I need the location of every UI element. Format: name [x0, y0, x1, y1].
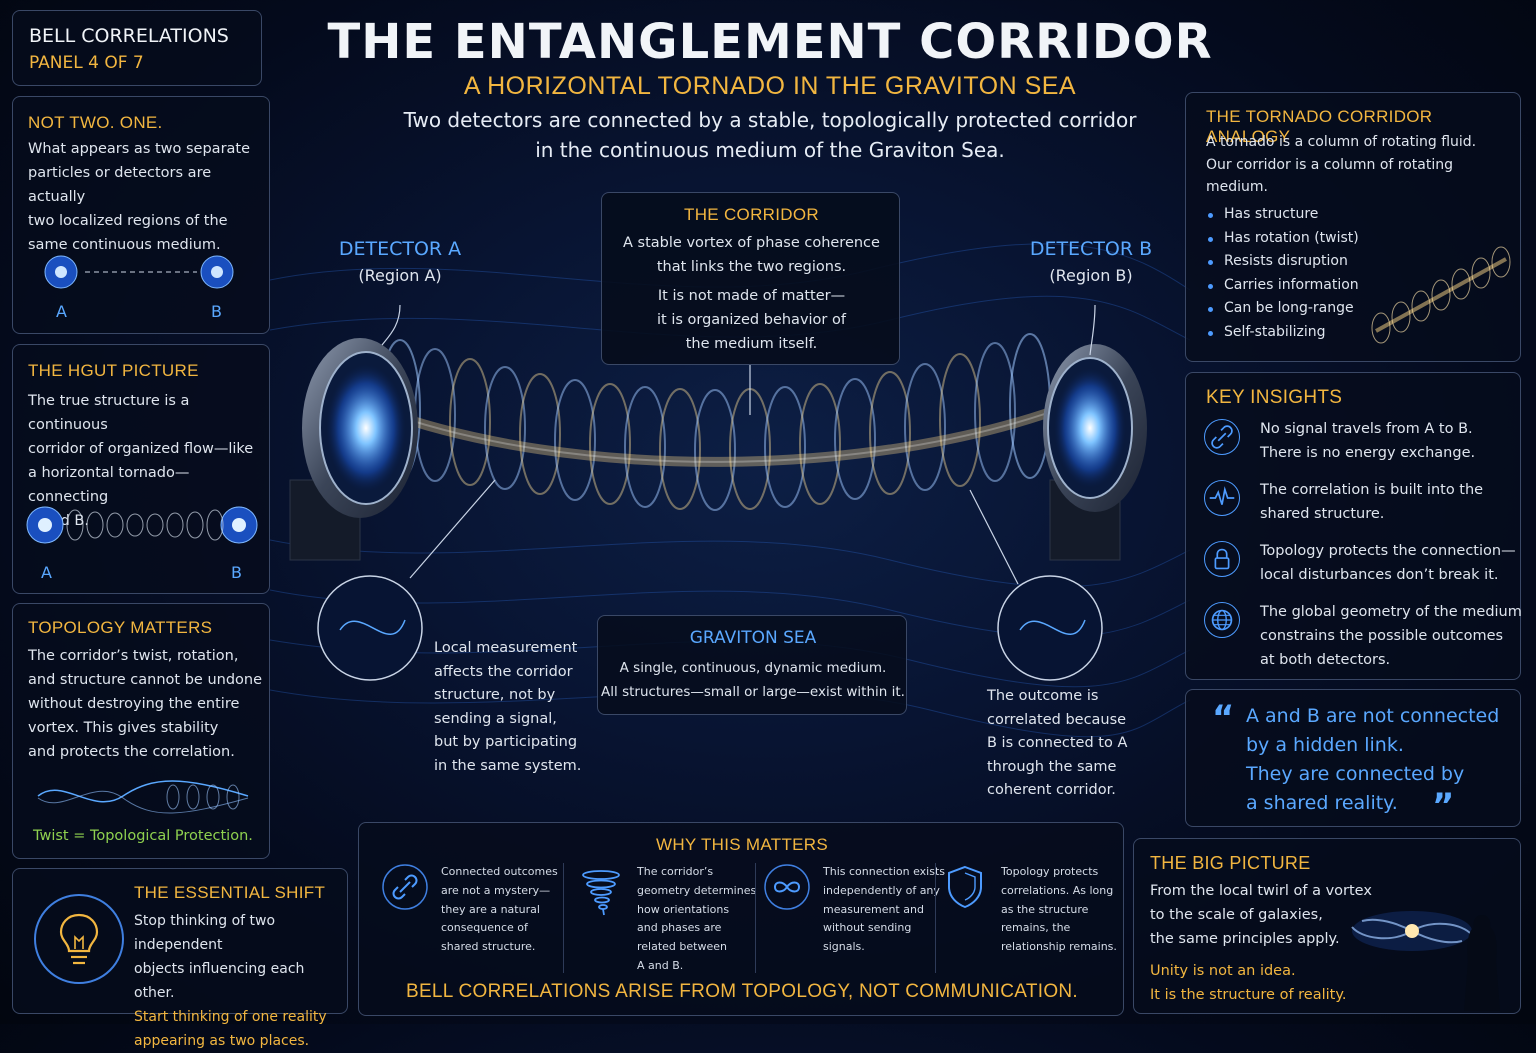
graviton-sea-title: GRAVITON SEA	[689, 628, 817, 648]
hgut-label-a: A	[41, 563, 52, 582]
why-separator	[563, 863, 564, 973]
lightbulb-icon	[34, 894, 124, 984]
panel-essential-shift: THE ESSENTIAL SHIFT Stop thinking of two…	[12, 868, 348, 1049]
quote-open-mark: “	[1212, 698, 1235, 738]
hgut-title: THE HGUT PICTURE	[28, 361, 199, 380]
not-two-label-a: A	[56, 302, 67, 321]
panel-key-insights: KEY INSIGHTS No signal travels from A to…	[1185, 372, 1524, 680]
topology-caption: Twist = Topological Protection.	[33, 828, 253, 844]
topology-text: The corridor’s twist, rotation,and struc…	[28, 648, 263, 760]
graviton-sea-text: A single, continuous, dynamic medium.All…	[601, 660, 905, 700]
panel-graviton-sea: GRAVITON SEA A single, continuous, dynam…	[597, 615, 907, 715]
detector-b-title: DETECTOR B	[1029, 238, 1153, 260]
corridor-title: THE CORRIDOR	[684, 205, 819, 224]
header-description-2: in the continuous medium of the Graviton…	[535, 138, 1005, 162]
panel-the-corridor: THE CORRIDOR A stable vortex of phase co…	[601, 192, 900, 365]
key-insights-title: KEY INSIGHTS	[1206, 387, 1343, 408]
tornado-analogy-title: THE TORNADO CORRIDOR ANALOGY	[1206, 107, 1433, 146]
shield-icon	[948, 865, 982, 909]
header-description-1: Two detectors are connected by a stable,…	[403, 108, 1137, 132]
measurement-inset-b	[997, 575, 1103, 681]
big-picture-highlight: Unity is not an idea.It is the structure…	[1150, 963, 1347, 1003]
page-subtitle: A HORIZONTAL TORNADO IN THE GRAVITON SEA	[463, 72, 1077, 100]
quote-close-mark: ”	[1432, 786, 1455, 826]
tornado-analogy-text: A tornado is a column of rotating fluid.…	[1206, 134, 1477, 196]
detector-b-device	[1043, 344, 1147, 561]
detector-b-region: (Region B)	[1049, 266, 1133, 285]
insight-item: No signal travels from A to B.There is n…	[1204, 417, 1524, 473]
big-picture-title: THE BIG PICTURE	[1150, 853, 1311, 873]
waveform-icon	[1204, 480, 1240, 516]
not-two-label-b: B	[211, 302, 222, 321]
why-separator	[935, 863, 936, 973]
link-icon	[1204, 419, 1240, 455]
why-footer: BELL CORRELATIONS ARISE FROM TOPOLOGY, N…	[405, 981, 1078, 1002]
detector-a-device	[289, 338, 418, 561]
detector-a-region: (Region A)	[358, 266, 442, 285]
chain-link-icon	[382, 864, 428, 910]
page-title: THE ENTANGLEMENT CORRIDOR	[327, 14, 1213, 70]
panel-big-picture: THE BIG PICTURE From the local twirl of …	[1133, 838, 1521, 1014]
tornado-illustration	[1371, 246, 1511, 344]
badge-panel-number: PANEL 4 OF 7	[29, 53, 144, 73]
infinity-icon	[764, 864, 810, 910]
topology-title: TOPOLOGY MATTERS	[28, 618, 213, 637]
measurement-inset-a	[317, 575, 423, 681]
panel-hgut-picture: THE HGUT PICTURE The true structure is a…	[12, 344, 270, 594]
not-two-title: NOT TWO. ONE.	[28, 113, 163, 132]
hgut-label-b: B	[231, 563, 242, 582]
detector-a-title: DETECTOR A	[338, 238, 462, 260]
why-separator	[755, 863, 756, 973]
globe-icon	[1204, 602, 1240, 638]
panel-topology-matters: TOPOLOGY MATTERS The corridor’s twist, r…	[12, 603, 270, 859]
why-title: WHY THIS MATTERS	[656, 835, 828, 854]
panel-tornado-analogy: THE TORNADO CORRIDOR ANALOGY A tornado i…	[1185, 92, 1521, 362]
two-regions-diagram	[44, 255, 234, 289]
panel-badge: BELL CORRELATIONS PANEL 4 OF 7	[12, 10, 262, 86]
vortex-corridor	[378, 333, 1072, 511]
twist-diagram	[37, 780, 249, 814]
graviton-sea-background	[270, 243, 1190, 738]
shift-title: THE ESSENTIAL SHIFT	[134, 883, 326, 902]
galaxy-illustration	[1351, 911, 1500, 1011]
panel-not-two-one: NOT TWO. ONE. What appears as two separa…	[12, 96, 270, 334]
mini-corridor-diagram	[26, 506, 258, 544]
lock-icon	[1204, 541, 1240, 577]
insight-item: Topology protects the connection—local d…	[1204, 539, 1524, 595]
badge-title: BELL CORRELATIONS	[29, 25, 229, 47]
tornado-icon	[582, 870, 620, 916]
